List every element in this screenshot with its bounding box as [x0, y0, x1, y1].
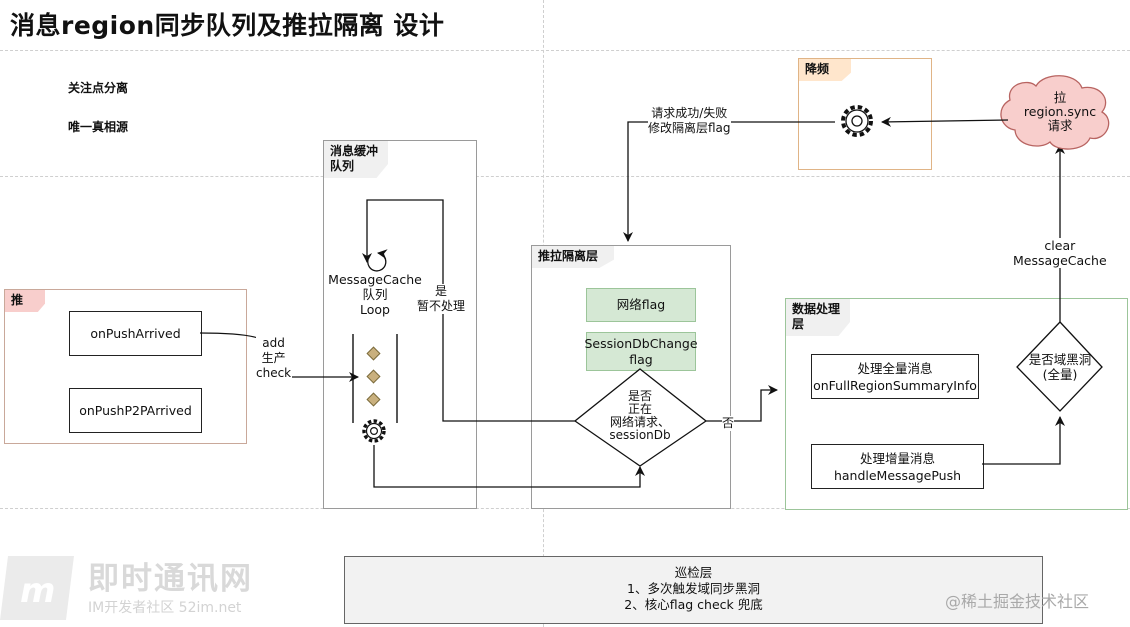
- data-processing-tag: 数据处理 层: [786, 299, 851, 336]
- full-message-line-1: 处理全量消息: [857, 360, 933, 376]
- pull-line-2: region.sync: [1023, 104, 1097, 119]
- queue-tag-line-1: 消息缓冲: [330, 144, 379, 158]
- incremental-line-2: handleMessagePush: [833, 467, 962, 483]
- data-tag-line-1: 数据处理: [792, 302, 841, 316]
- throttle-container: 降频: [798, 58, 932, 170]
- black-hole-line-2: (全量): [1042, 367, 1078, 382]
- decision-line-4: sessionDb: [609, 428, 671, 442]
- session-db-change-flag: SessionDbChange flag: [584, 332, 698, 371]
- loop-label-line-1: MessageCache: [328, 272, 422, 287]
- incremental-line-1: 处理增量消息: [859, 450, 935, 466]
- black-hole-decision-label: 是否域黑洞 (全量): [1015, 352, 1105, 382]
- loop-label-line-3: Loop: [360, 302, 390, 317]
- patrol-title: 巡检层: [674, 565, 713, 580]
- incremental-message-box: 处理增量消息 handleMessagePush: [811, 444, 984, 489]
- on-push-p2p-arrived-box: onPushP2PArrived: [69, 388, 202, 433]
- no-label: 否: [722, 416, 735, 431]
- hold-label: 暂不处理: [417, 299, 466, 313]
- isolation-container: 推拉隔离层: [531, 245, 731, 509]
- svg-text:m: m: [20, 571, 55, 611]
- produce-label: 生产: [261, 351, 286, 365]
- patrol-item-2: 2、核心flag check 兜底: [624, 597, 763, 612]
- isolation-tag: 推拉隔离层: [532, 246, 615, 268]
- decision-line-2: 正在: [627, 402, 652, 416]
- juejin-watermark: @稀土掘金技术社区: [945, 592, 1090, 611]
- pull-line-1: 拉: [1053, 90, 1067, 105]
- clear-line-2: MessageCache: [1013, 253, 1107, 268]
- request-result-label: 请求成功/失败 修改隔离层flag: [648, 106, 731, 136]
- on-push-arrived-box: onPushArrived: [69, 311, 202, 356]
- note-single-source: 唯一真相源: [68, 120, 129, 134]
- pull-cloud-label: 拉 region.sync 请求: [1014, 91, 1106, 133]
- patrol-item-1: 1、多次触发域同步黑洞: [627, 581, 760, 596]
- black-hole-line-1: 是否域黑洞: [1028, 352, 1092, 367]
- note-separation: 关注点分离: [68, 81, 129, 95]
- message-cache-loop-label: MessageCache 队列 Loop: [325, 272, 425, 317]
- patrol-container: 巡检层 1、多次触发域同步黑洞 2、核心flag check 兜底: [344, 556, 1043, 624]
- queue-tag: 消息缓冲 队列: [324, 141, 389, 178]
- add-check-label: add 生产 check: [256, 336, 292, 381]
- queue-container: 消息缓冲 队列: [323, 140, 477, 509]
- brand-watermark: 即时通讯网: [88, 561, 253, 597]
- brand-logo-icon: m: [0, 556, 74, 620]
- network-flag: 网络flag: [586, 288, 696, 322]
- session-db-change-flag-line-1: SessionDbChange: [584, 335, 698, 351]
- brand-sub-watermark: IM开发者社区 52im.net: [88, 600, 242, 616]
- clear-line-1: clear: [1044, 238, 1076, 253]
- pull-line-3: 请求: [1047, 118, 1073, 133]
- push-tag: 推: [5, 290, 46, 312]
- clear-cache-label: clear MessageCache: [1013, 238, 1107, 268]
- yes-label: 是: [435, 284, 448, 298]
- session-db-change-flag-line-2: flag: [629, 351, 653, 367]
- network-decision-label: 是否 正在 网络请求、 sessionDb: [590, 390, 690, 442]
- throttle-tag: 降频: [799, 59, 852, 81]
- decision-line-3: 网络请求、: [609, 415, 670, 429]
- result-line-1: 请求成功/失败: [651, 106, 728, 120]
- loop-label-line-2: 队列: [362, 287, 388, 302]
- data-tag-line-2: 层: [792, 317, 805, 331]
- decision-line-1: 是否: [627, 389, 652, 403]
- check-label: check: [256, 366, 292, 380]
- result-line-2: 修改隔离层flag: [648, 121, 731, 135]
- yes-hold-label: 是 暂不处理: [417, 284, 466, 314]
- add-label: add: [262, 336, 285, 350]
- diagram-title: 消息region同步队列及推拉隔离 设计: [10, 11, 445, 40]
- full-message-line-2: onFullRegionSummaryInfo: [813, 377, 977, 393]
- full-message-box: 处理全量消息 onFullRegionSummaryInfo: [811, 354, 979, 399]
- queue-tag-line-2: 队列: [330, 159, 355, 173]
